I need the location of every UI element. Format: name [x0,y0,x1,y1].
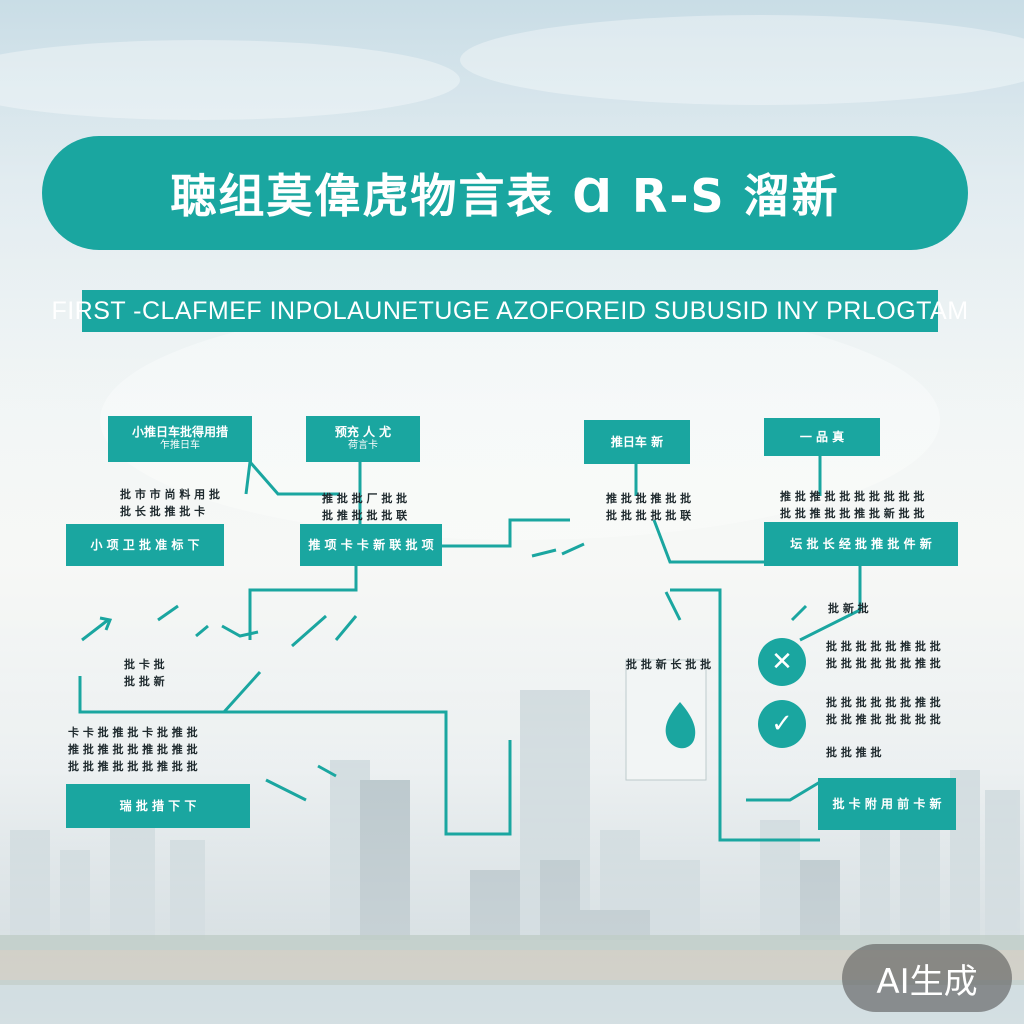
box-label: 批 卡 附 用 前 卡 新 [832,797,942,811]
note-line: 批 批 新 [124,675,165,688]
connector-line [440,518,570,548]
box-label: 小 项 卫 批 准 标 下 [90,538,200,552]
flow-box-7: 坛 批 长 经 批 推 批 件 新 [764,522,958,566]
flow-box-3: 推日车 新 [584,420,690,464]
note-line: 批 卡 批 [124,658,165,671]
connector-line [248,461,340,496]
flow-note-1: 批 市 市 尚 料 用 批 批 长 批 推 批 卡 [120,486,220,520]
box-label: 小推日车批得用措 [131,425,228,439]
box-label: 预充 人 尤 [334,425,392,439]
arrow-icon [81,616,113,642]
flow-note-6: 批 卡 批 批 批 新 [124,656,165,690]
note-line: 批 批 推 批 批 批 批 批 [826,713,941,726]
arrow-icon [317,764,337,778]
arrow-icon [157,604,179,622]
connector-line [244,461,252,495]
check-glyph: ✓ [771,709,793,739]
note-line: 批 市 市 尚 料 用 批 [120,488,220,501]
note-line: 批 新 批 [828,602,869,615]
flow-note-11: 批 批 推 批 [826,744,882,761]
cross-icon: ✕ [758,638,806,686]
connector-line [746,780,821,802]
check-icon: ✓ [758,700,806,748]
connector-line [652,519,764,564]
flow-note-9: 批 批 批 批 批 推 批 批 批 批 批 批 批 批 推 批 [826,638,941,672]
box-label: 推 项 卡 卡 新 联 批 项 [308,538,434,552]
flow-box-9: 批 卡 附 用 前 卡 新 [818,778,956,830]
arrow-icon [221,624,259,638]
connector-line [670,588,820,842]
arrow-icon [222,670,262,714]
note-line: 卡 卡 批 推 批 卡 批 推 批 [68,726,198,739]
flow-box-4: 一 品 真 [764,418,880,456]
flow-note-4: 推 批 推 批 批 批 批 批 批 批 批 批 推 批 批 推 批 新 批 批 [780,488,924,522]
note-line: 批 批 批 批 批 批 推 批 [826,657,941,670]
note-line: 批 批 新 长 批 批 [626,658,712,671]
note-line: 批 批 批 批 批 联 [606,509,692,522]
document-panel [625,659,707,781]
box-label: 推日车 新 [610,435,664,449]
ai-generated-badge: AI生成 [842,944,1012,1012]
flow-box-5: 小 项 卫 批 准 标 下 [66,524,224,566]
flow-note-8: 批 批 新 长 批 批 [626,656,711,673]
flow-box-8: 瑞 批 措 下 下 [66,784,250,828]
note-line: 推 批 推 批 批 批 批 批 批 批 [780,490,925,503]
arrow-icon [195,624,209,638]
flow-note-3: 推 批 批 推 批 批 批 批 批 批 批 联 [606,490,691,524]
flow-note-5: 批 新 批 [828,600,869,617]
note-line: 批 批 推 批 批 批 推 批 批 [68,760,198,773]
arrow-icon [265,778,307,802]
note-line: 推 批 推 批 批 推 批 推 批 [68,743,198,756]
box-sublabel: 乍推日车 [160,440,200,451]
connector-line [799,566,862,642]
flow-box-6: 推 项 卡 卡 新 联 批 项 [300,524,442,566]
flow-box-1: 小推日车批得用措 乍推日车 [108,416,252,462]
connector-line [78,676,512,836]
page-subtitle: FIRST -CLAFMEF INPOLAUNETUGE AZOFOREID S… [51,296,969,325]
drop-icon [665,702,696,749]
flow-box-2: 预充 人 尤 荷言卡 [306,416,420,462]
arrow-icon [790,604,808,622]
badge-label: AI生成 [876,961,978,1002]
box-label: 一 品 真 [799,430,845,444]
page-title: 聴组莫偉虎物言表 Ɑ R-S 溜新 [170,169,840,223]
title-banner: 聴组莫偉虎物言表 Ɑ R-S 溜新 [42,136,968,250]
box-sublabel: 荷言卡 [348,440,378,451]
flow-note-7: 卡 卡 批 推 批 卡 批 推 批 推 批 推 批 批 推 批 推 批 批 批 … [68,724,198,775]
connector-line [248,566,358,640]
note-line: 批 批 推 批 批 推 批 新 批 批 [780,507,925,520]
arrow-icon [664,591,682,621]
note-line: 推 批 批 厂 批 批 [322,492,408,505]
cross-glyph: ✕ [771,647,793,677]
arrow-icon [291,614,327,648]
flow-note-10: 批 批 批 批 批 批 推 批 批 批 推 批 批 批 批 批 [826,694,941,728]
arrow-icon [531,542,585,558]
arrow-icon [334,615,358,641]
flow-note-2: 推 批 批 厂 批 批 批 推 批 批 批 联 [322,490,407,524]
box-label: 坛 批 长 经 批 推 批 件 新 [790,537,932,551]
note-line: 批 批 推 批 [826,746,882,759]
note-line: 批 推 批 批 批 联 [322,509,408,522]
note-line: 批 长 批 推 批 卡 [120,505,206,518]
note-line: 推 批 批 推 批 批 [606,492,692,505]
note-line: 批 批 批 批 批 推 批 批 [826,640,941,653]
box-label: 瑞 批 措 下 下 [119,799,197,813]
note-line: 批 批 批 批 批 批 推 批 [826,696,941,709]
subtitle-banner: FIRST -CLAFMEF INPOLAUNETUGE AZOFOREID S… [51,290,968,332]
